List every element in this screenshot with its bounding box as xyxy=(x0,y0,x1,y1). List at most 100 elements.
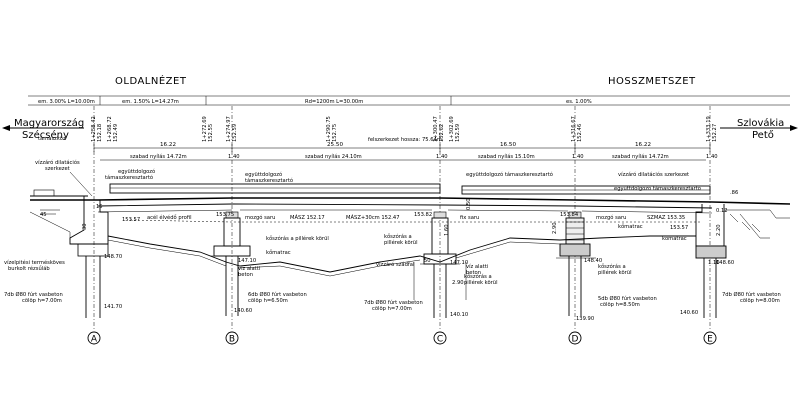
span-3: 16.50 xyxy=(500,142,516,148)
label-dilatacio-right: vízzáró dilatációs szerkezet xyxy=(618,171,689,178)
label-kotar-d-2: pillérek körül xyxy=(598,269,632,276)
label-pile-a-2: cölöp h=7.00m xyxy=(22,298,62,304)
label-pile-c-1: 7db Ø80 fúrt vasbeton xyxy=(364,299,423,306)
pier-width-b: 1.40 xyxy=(228,154,240,160)
pier-d xyxy=(559,211,591,316)
label-vizeptesi-1: vízelpitési termésköves xyxy=(4,259,65,266)
right-town: Pető xyxy=(752,129,774,141)
arrow-right-icon xyxy=(790,125,798,131)
elev-7: 152.46 xyxy=(577,124,583,142)
label-kotar-c-1: kőszórás a xyxy=(384,233,412,240)
abutment-e xyxy=(695,204,790,318)
label-acel: acél élvédő profil xyxy=(147,214,192,221)
label-kotar-c2-1: kőszórás a xyxy=(464,273,492,280)
dim-15: 15 xyxy=(96,204,103,210)
pier-width-d: 1.40 xyxy=(572,154,584,160)
label-pile-d-2: cölöp h=8.50m xyxy=(600,302,640,308)
label-dilatacio-left-2: szerkezet xyxy=(45,166,70,172)
dim-50: 50 xyxy=(424,258,431,264)
elev-4: 152.75 xyxy=(332,124,338,142)
span-1: 16.22 xyxy=(160,142,176,148)
elev-e-top: 148.60 xyxy=(716,260,734,266)
axis-e-circle xyxy=(703,331,717,345)
lvl-b: 153.75 xyxy=(216,212,234,218)
station-8: 1+333.19 xyxy=(706,116,712,142)
elev-a-top: 148.70 xyxy=(104,254,122,260)
label-komatrac-d: kőmatrac xyxy=(618,224,643,230)
elev-b-bottom: 140.60 xyxy=(234,308,252,314)
gradient-band: em. 3.00% L=10.00m em. 1.50% L=14.27m Rd… xyxy=(28,95,790,106)
dim-160: 1.60 xyxy=(444,224,450,236)
axis-c-circle xyxy=(433,331,447,345)
label-kotar-d-1: kőszórás a xyxy=(598,263,626,270)
station-5: 1+300.47 xyxy=(433,116,439,142)
dim-220: 2.20 xyxy=(716,224,722,236)
axis-d-label: D xyxy=(572,335,579,345)
station-7: 1+316.67 xyxy=(571,116,577,142)
label-egyutt-left-2: támaszkeresztartó xyxy=(105,174,153,181)
elev-1: 152.49 xyxy=(113,124,119,142)
label-viz-c-2: beton xyxy=(466,270,481,276)
elev-0: 152.18 xyxy=(97,124,103,142)
gradient-1: em. 3.00% L=10.00m xyxy=(38,99,95,105)
elev-c-top: 147.10 xyxy=(450,260,468,266)
label-pile-d-1: 5db Ø80 fúrt vasbeton xyxy=(598,295,657,302)
label-pile-e-1: 7db Ø80 fúrt vasbeton xyxy=(722,291,781,298)
label-fix: fix saru xyxy=(460,215,479,221)
elev-5: 152.62 xyxy=(439,124,445,142)
pier-width-e: 1.40 xyxy=(706,154,718,160)
station-2: 1+272.69 xyxy=(202,116,208,142)
end-label-left: Magyarország Szécsény xyxy=(2,117,84,141)
label-tamaszkoz: támaszköz xyxy=(38,135,66,142)
left-country: Magyarország xyxy=(14,117,84,129)
label-szmaz: SZMAZ 153.35 xyxy=(647,215,685,221)
elev-2: 152.55 xyxy=(208,124,214,142)
lvl-a: 153.57 xyxy=(122,217,140,223)
superstructure-length: felszerkezet hossza: 75.64m xyxy=(368,137,442,143)
label-egyutt-c: együttdolgozó támaszkeresztartó xyxy=(466,171,553,178)
station-6: 1+302.69 xyxy=(449,116,455,142)
label-pile-b-2: cölöp h=6.50m xyxy=(248,298,288,304)
station-labels: 1+258.42 152.18 1+268.72 152.49 1+272.69… xyxy=(91,116,718,142)
axis-bubbles: A B C D E xyxy=(87,331,717,345)
lvl-d: 153.84 xyxy=(560,212,579,218)
station-0: 1+258.42 xyxy=(91,116,97,142)
axis-c-label: C xyxy=(437,335,443,345)
elev-e-bottom: 140.60 xyxy=(680,310,698,316)
title-side-view: OLDALNÉZET xyxy=(115,74,187,87)
free-span-1: szabad nyílás 14.72m xyxy=(130,153,187,160)
label-viz-b-2: beton xyxy=(238,272,253,278)
dim-290-d: 2.90 xyxy=(552,222,558,234)
label-masz1: MÁSZ 152.17 xyxy=(290,214,325,221)
elev-d-bottom: 139.90 xyxy=(576,316,594,322)
elev-3: 152.59 xyxy=(232,124,238,142)
lvl-e: 153.57 xyxy=(670,225,688,231)
free-span-3: szabad nyílás 15.10m xyxy=(478,153,535,160)
dim-86: .86 xyxy=(730,190,738,196)
annotations: vízzáró dilatációs szerkezet együttdolgo… xyxy=(4,159,781,322)
right-country: Szlovákia xyxy=(737,117,784,129)
dim-290: 2.90 xyxy=(452,280,464,286)
deck xyxy=(30,189,791,214)
gradient-2: em. 1.50% L=14.27m xyxy=(122,99,179,105)
dim-012: 0.12 xyxy=(716,208,728,214)
station-4: 1+290.75 xyxy=(326,116,332,142)
dim-050: 0.50 xyxy=(466,198,472,210)
elev-8: 152.27 xyxy=(712,124,718,142)
label-pile-b-1: 6db Ø80 fúrt vasbeton xyxy=(248,291,307,298)
label-kotar-b: kőszórás a pillérek körül xyxy=(266,235,329,242)
elev-a-bottom: 141.70 xyxy=(104,304,122,310)
dim-110: 1.10 xyxy=(708,260,720,266)
lvl-c: 153.82 xyxy=(414,212,432,218)
left-town: Szécsény xyxy=(22,129,69,141)
dim-30: 30 xyxy=(82,223,88,230)
span-4: 16.22 xyxy=(635,142,651,148)
station-3: 1+274.97 xyxy=(226,116,232,142)
station-1: 1+268.72 xyxy=(107,116,113,142)
title-longitudinal-section: HOSSZMETSZET xyxy=(608,76,696,87)
label-dilatacio-left-1: vízzáró dilatációs xyxy=(35,159,80,166)
axis-d-circle xyxy=(568,331,582,345)
elev-d-top: 148.40 xyxy=(584,258,602,264)
